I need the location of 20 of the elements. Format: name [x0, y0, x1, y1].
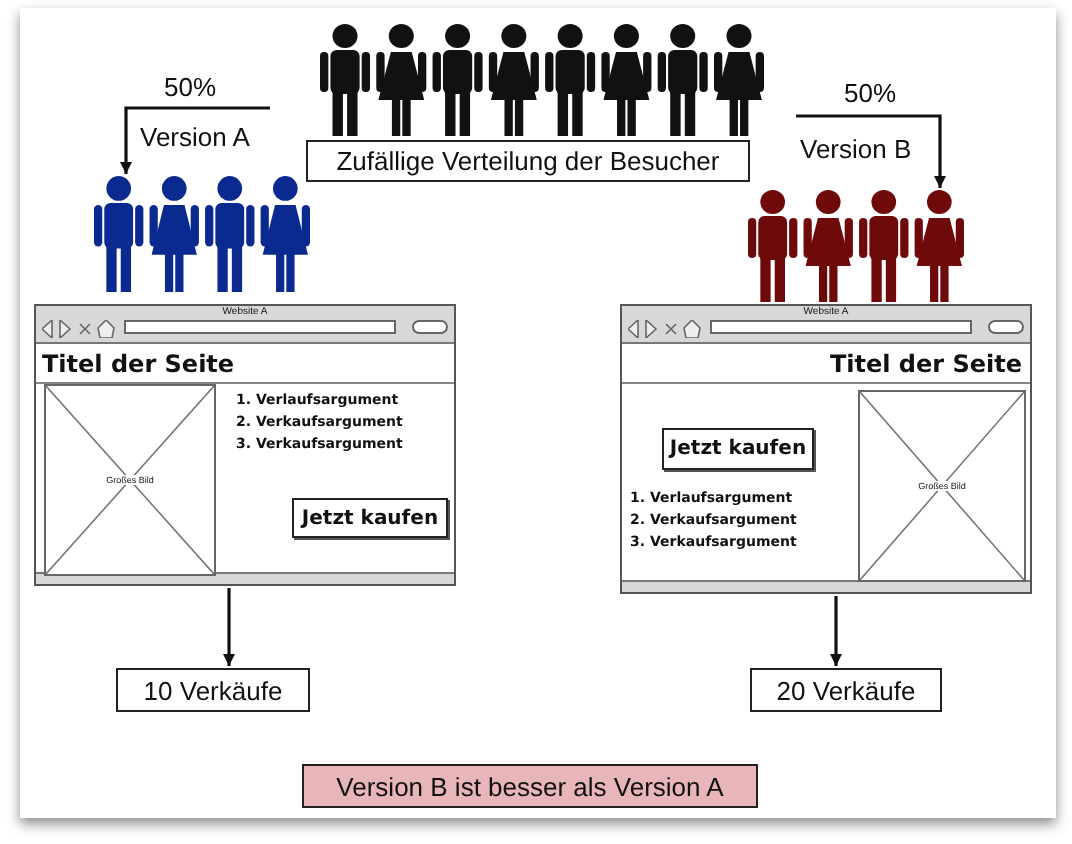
- arrow: [830, 596, 842, 666]
- page-title: Titel der Seite: [42, 350, 235, 378]
- browser-window: [620, 304, 1032, 594]
- buy-button: Jetzt kaufen: [662, 428, 814, 470]
- text-box: Zufällige Verteilung der Besucher: [306, 140, 750, 182]
- text-label: Version B: [800, 134, 912, 164]
- arrow: [120, 106, 270, 174]
- conclusion-box: Version B ist besser als Version A: [302, 764, 758, 808]
- edge-label: 50%: [163, 72, 217, 102]
- arrow: [796, 114, 946, 188]
- page-title: Titel der Seite: [829, 350, 1022, 378]
- people-icon: [94, 176, 310, 292]
- buy-button: Jetzt kaufen: [292, 498, 448, 538]
- arrow: [223, 588, 235, 666]
- text-box: 20 Verkäufe: [750, 668, 942, 712]
- edge-label: 50%: [843, 78, 897, 108]
- text-label: Version A: [140, 122, 250, 152]
- people-icon: [748, 190, 964, 302]
- browser-window: [34, 304, 456, 586]
- text-box: 10 Verkäufe: [116, 668, 310, 712]
